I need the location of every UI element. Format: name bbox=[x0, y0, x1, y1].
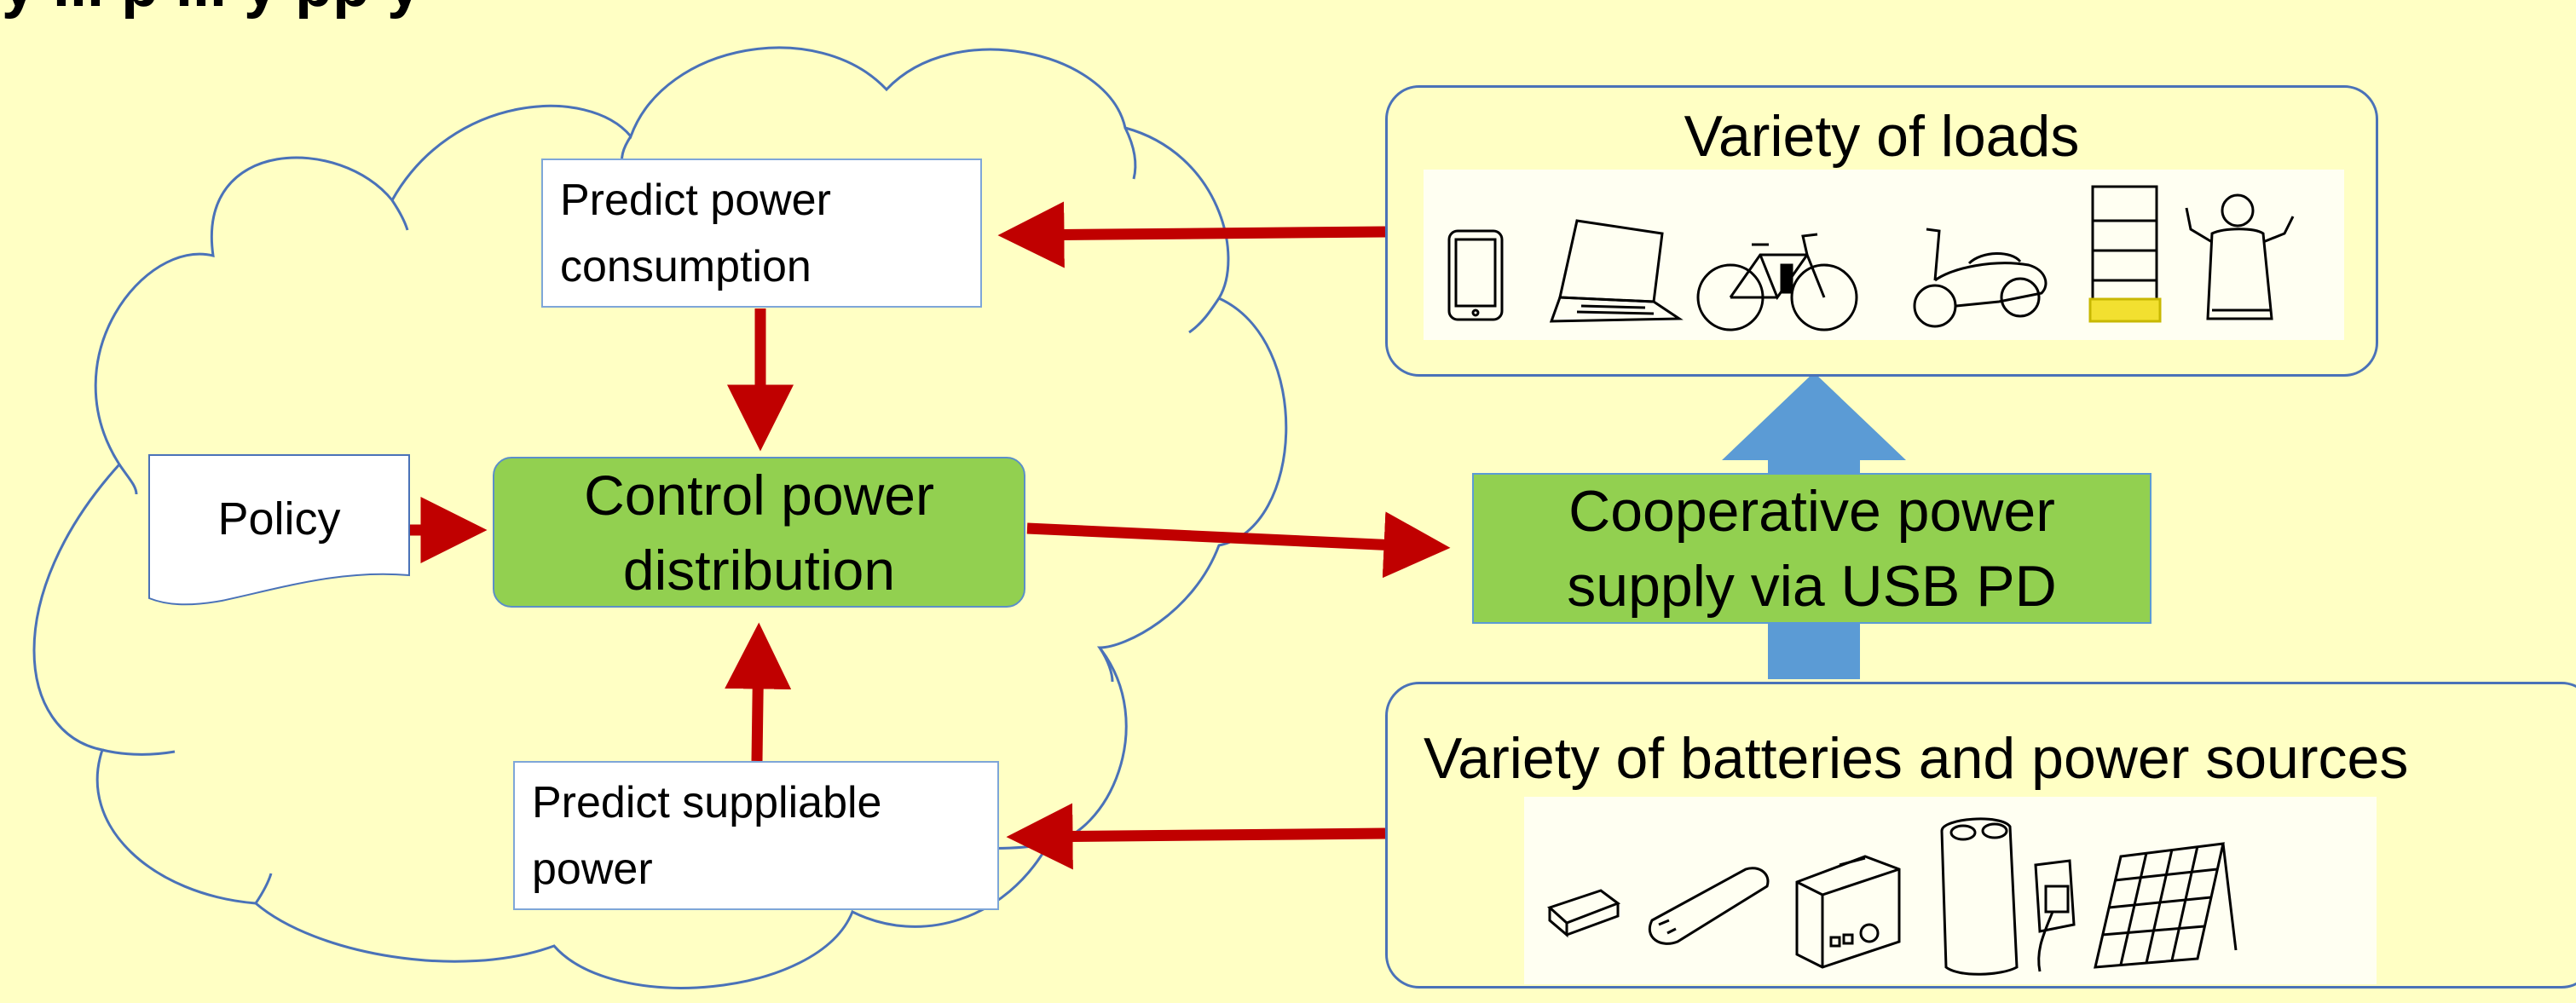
predict-suppliable-box: Predict suppliable power bbox=[513, 761, 999, 910]
slide-title: y ... p ... y pp y bbox=[0, 0, 2576, 20]
laptop-icon bbox=[1549, 219, 1684, 323]
arrow-sources-to-suppliable bbox=[1006, 803, 1386, 870]
sources-title: Variety of batteries and power sources bbox=[1424, 726, 2409, 791]
portable-battery-icon bbox=[1795, 855, 1901, 969]
bicycle-icon bbox=[1696, 233, 1858, 331]
cooperative-supply-box: Cooperative power supply via USB PD bbox=[1472, 473, 2151, 624]
sources-panel: Variety of batteries and power sources bbox=[1385, 682, 2576, 989]
arrow-control-to-center bbox=[1026, 511, 1451, 579]
scooter-icon bbox=[1913, 228, 2048, 328]
loads-panel: Variety of loads bbox=[1385, 85, 2378, 377]
control-distribution-box: Control power distribution bbox=[493, 457, 1025, 608]
predict-consumption-box: Predict power consumption bbox=[541, 159, 982, 308]
arrow-loads-to-consumption bbox=[997, 201, 1386, 268]
small-battery-icon bbox=[1547, 889, 1621, 938]
arrow-suppliable-to-control bbox=[725, 622, 792, 762]
predict-suppliable-label: Predict suppliable power bbox=[532, 777, 882, 894]
robot-cart-icon bbox=[2088, 185, 2162, 323]
loads-icons bbox=[1447, 185, 2295, 331]
policy-label: Policy bbox=[217, 493, 341, 545]
tablet-icon bbox=[1447, 229, 1504, 321]
sources-icons bbox=[1547, 817, 2238, 976]
large-battery-icon bbox=[1940, 817, 2019, 976]
cooperative-supply-label: Cooperative power supply via USB PD bbox=[1567, 478, 2057, 619]
wall-outlet-icon bbox=[2034, 859, 2076, 972]
sources-image-strip bbox=[1524, 797, 2377, 984]
control-distribution-label: Control power distribution bbox=[584, 463, 934, 602]
loads-image-strip bbox=[1424, 170, 2344, 340]
solar-panel-icon bbox=[2094, 842, 2238, 969]
policy-box: Policy bbox=[149, 455, 409, 583]
power-bank-icon bbox=[1648, 867, 1770, 945]
loads-title: Variety of loads bbox=[1684, 104, 2080, 169]
predict-consumption-label: Predict power consumption bbox=[560, 175, 831, 291]
robot-icon bbox=[2185, 193, 2295, 320]
